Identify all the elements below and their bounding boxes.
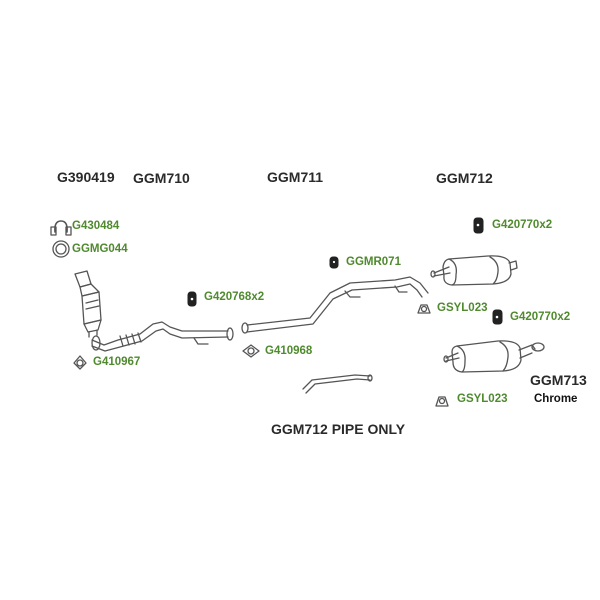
part-label-g420770x2-top: G420770x2	[492, 219, 553, 231]
part-label-gsyl023-top: GSYL023	[437, 302, 488, 314]
clamp-icon	[50, 220, 72, 236]
part-label-g420770x2-mid: G420770x2	[510, 311, 571, 323]
part-label-g390419: G390419	[57, 169, 115, 185]
rubber-hanger-icon	[473, 217, 484, 234]
part-label-g410968: G410968	[265, 345, 313, 357]
mounting-clamp-icon	[417, 304, 431, 314]
part-label-ggm712: GGM712	[436, 170, 493, 186]
rubber-hanger-icon	[187, 291, 197, 307]
part-label-ggm712-pipe-only: GGM712 PIPE ONLY	[271, 421, 406, 437]
part-label-ggmr071: GGMR071	[346, 256, 401, 268]
part-label-ggmg044: GGMG044	[72, 243, 128, 255]
rubber-hanger-icon	[492, 309, 503, 325]
catalytic-converter-drawing	[74, 270, 102, 338]
rubber-hanger-icon	[329, 256, 339, 269]
chrome-note: Chrome	[534, 393, 578, 405]
mounting-clamp-icon	[435, 396, 449, 407]
part-label-g420768x2: G420768x2	[204, 291, 265, 303]
pipe-only-drawing	[302, 374, 373, 394]
rear-silencer-ggm712	[430, 255, 518, 286]
rear-silencer-ggm713	[443, 340, 545, 373]
part-label-gsyl023-bottom: GSYL023	[457, 393, 508, 405]
gasket-icon	[242, 344, 260, 358]
part-label-g410967: G410967	[93, 356, 141, 368]
part-label-g430484: G430484	[72, 220, 120, 232]
part-label-ggm713: GGM713	[530, 372, 587, 388]
part-label-ggm710: GGM710	[133, 170, 190, 186]
centre-pipe-ggm711	[241, 276, 429, 334]
gasket-ring-icon	[52, 240, 70, 258]
front-pipe-ggm710	[91, 321, 234, 352]
gasket-icon	[73, 355, 87, 370]
part-label-ggm711: GGM711	[267, 169, 324, 185]
